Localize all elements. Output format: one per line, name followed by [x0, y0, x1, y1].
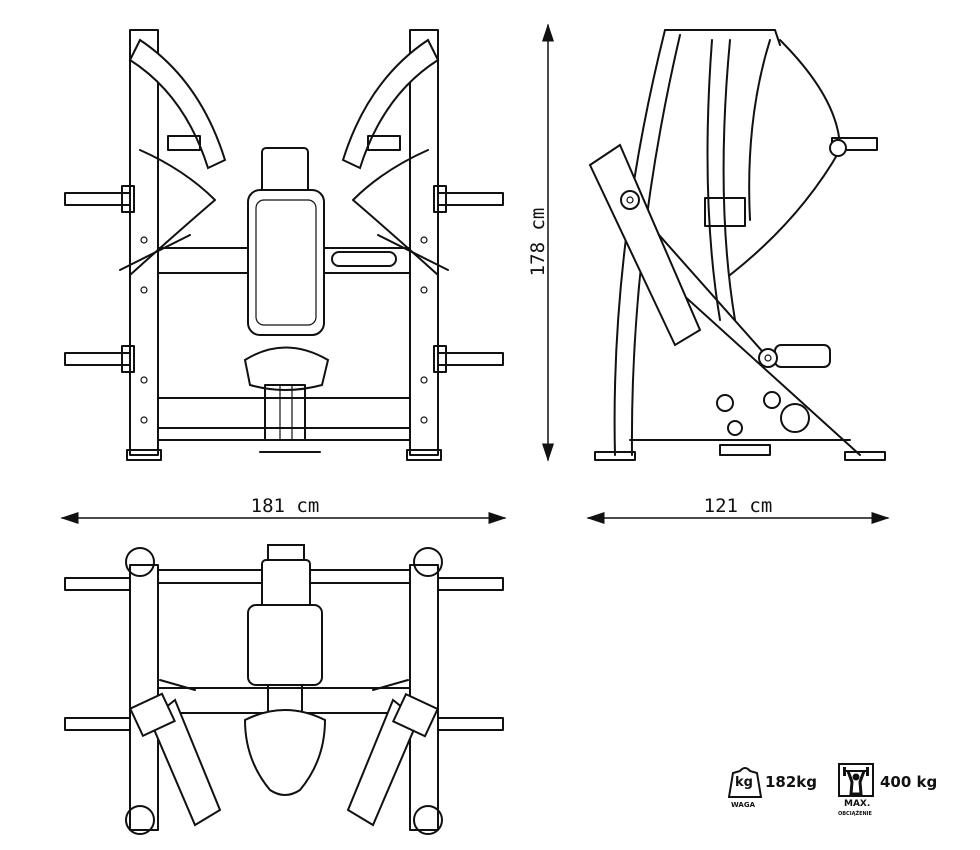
depth-label: 121 cm: [704, 495, 773, 517]
weight-value: 182kg: [765, 773, 818, 791]
width-label: 181 cm: [251, 495, 320, 517]
max-load-caption: MAX.: [844, 799, 871, 809]
kg-weight-icon: [728, 767, 762, 798]
dimension-depth: 121 cm: [586, 495, 890, 524]
front-view: [64, 29, 504, 461]
max-load-spec: 400 kg MAX. OBCIĄŻENIE: [838, 763, 948, 823]
height-label: 178 cm: [527, 208, 549, 277]
weightlifter-icon: [838, 763, 874, 797]
max-load-value: 400 kg: [880, 773, 938, 791]
weight-spec: kg 182kg WAGA: [728, 763, 828, 813]
weight-icon-label: kg: [735, 775, 753, 790]
dimension-height: 178 cm: [527, 23, 554, 462]
weight-caption: WAGA: [731, 801, 755, 809]
side-view: [588, 29, 886, 461]
dimension-width: 181 cm: [60, 495, 507, 524]
max-load-subcaption: OBCIĄŻENIE: [838, 811, 872, 817]
top-view: [64, 544, 504, 835]
